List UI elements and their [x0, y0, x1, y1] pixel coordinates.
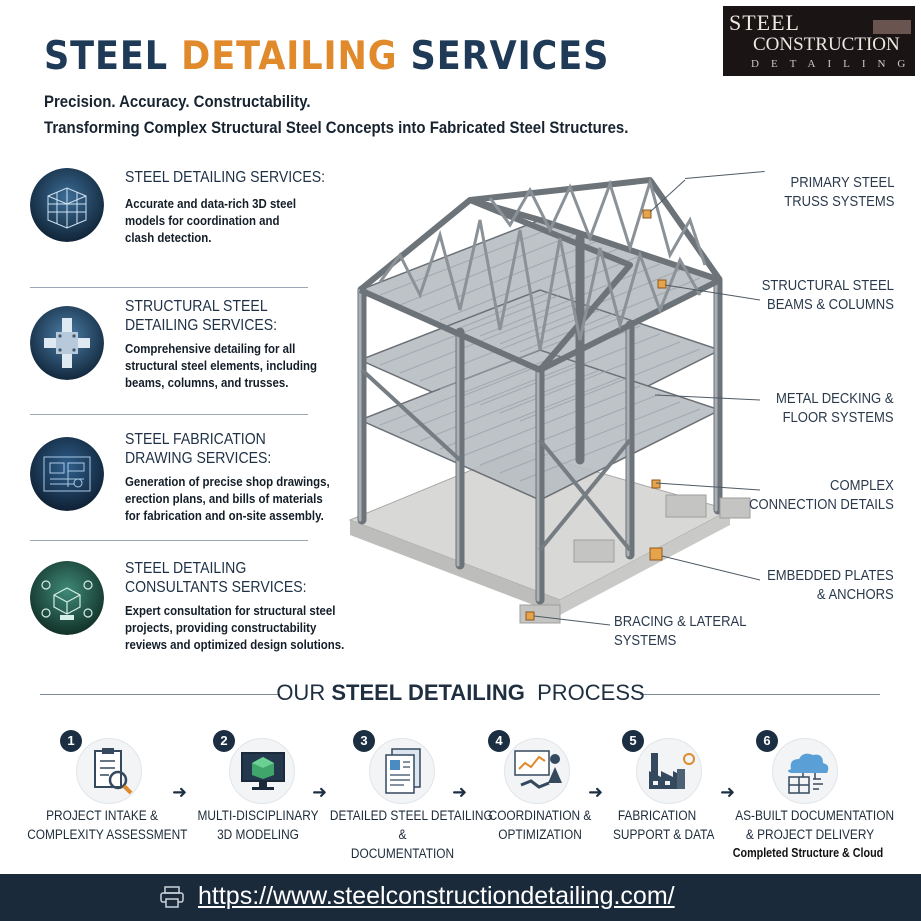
cloud-structure-icon — [772, 738, 838, 804]
step-number: 2 — [213, 730, 235, 752]
drawing-sheets-icon — [369, 738, 435, 804]
arrow-right-icon: ➜ — [172, 782, 188, 802]
callout-metal-decking: METAL DECKING &FLOOR SYSTEMS — [776, 391, 894, 426]
process-title-rule-left — [40, 694, 280, 695]
service-description: Expert consultation for structural steel… — [125, 603, 345, 652]
service-heading: STEEL DETAILING SERVICES: — [125, 169, 326, 186]
connection-joint-icon — [30, 306, 104, 380]
step-label: AS-BUILT DOCUMENTATION& PROJECT DELIVERY — [735, 808, 895, 842]
step-label: PROJECT INTAKE &COMPLEXITY ASSESSMENT — [27, 808, 188, 842]
steel-structure-illustration — [348, 176, 760, 626]
process-title: OUR STEEL DETAILING PROCESS — [276, 680, 645, 705]
website-link[interactable]: https://www.steelconstructiondetailing.c… — [198, 882, 675, 910]
logo-line1: STEEL — [729, 10, 800, 35]
divider — [30, 414, 308, 415]
step-number: 5 — [622, 730, 644, 752]
consultant-model-icon — [30, 561, 104, 635]
step-number: 1 — [60, 730, 82, 752]
clipboard-magnifier-icon — [76, 738, 142, 804]
building-model-icon — [30, 168, 104, 242]
factory-icon — [636, 738, 702, 804]
step-number: 3 — [353, 730, 375, 752]
process-title-rule-right — [640, 694, 880, 695]
step-label: COORDINATION &OPTIMIZATION — [488, 808, 592, 842]
step-label: DETAILED STEEL DETAILING&DOCUMENTATION — [329, 808, 493, 861]
arrow-right-icon: ➜ — [312, 782, 328, 802]
step-6-extra: Completed Structure & Cloud — [732, 846, 884, 860]
title-accent: DETAILING — [181, 34, 398, 79]
company-logo: STEEL CONSTRUCTION DETAILING — [723, 6, 915, 76]
service-description: Generation of precise shop drawings,erec… — [125, 474, 330, 523]
step-number: 4 — [488, 730, 510, 752]
page-title: STEEL DETAILING SERVICES — [44, 34, 609, 79]
arrow-right-icon: ➜ — [720, 782, 736, 802]
divider — [30, 287, 308, 288]
blueprint-icon — [30, 437, 104, 511]
logo-line3: DETAILING — [751, 58, 915, 70]
presentation-handshake-icon — [504, 738, 570, 804]
printer-icon — [160, 886, 184, 908]
step-number: 6 — [756, 730, 778, 752]
divider — [30, 540, 308, 541]
footer-bar: https://www.steelconstructiondetailing.c… — [0, 874, 921, 921]
monitor-model-icon — [229, 738, 295, 804]
tagline: Precision. Accuracy. Constructability. — [44, 92, 311, 111]
arrow-right-icon: ➜ — [452, 782, 468, 802]
logo-bar — [873, 20, 911, 34]
subtitle: Transforming Complex Structural Steel Co… — [44, 118, 629, 137]
arrow-right-icon: ➜ — [588, 782, 604, 802]
logo-line2: CONSTRUCTION — [753, 34, 900, 55]
title-part1: STEEL — [44, 34, 169, 79]
title-part2: SERVICES — [410, 34, 610, 79]
callout-embedded-plates: EMBEDDED PLATES& ANCHORS — [767, 568, 894, 603]
